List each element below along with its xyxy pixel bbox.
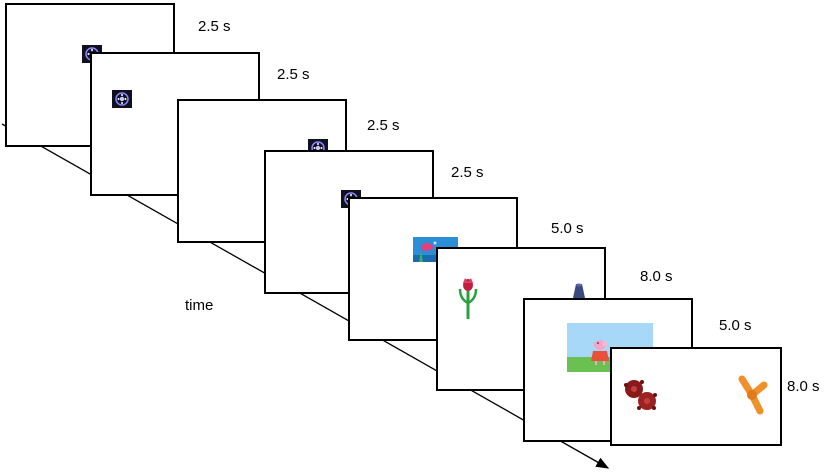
duration-label-1: 2.5 s <box>198 18 231 35</box>
time-axis-label: time <box>185 297 214 314</box>
cone-object-icon <box>573 283 585 298</box>
orange-tripod-object-icon <box>738 375 768 415</box>
duration-label-7: 5.0 s <box>719 317 752 334</box>
duration-label-2: 2.5 s <box>277 66 310 83</box>
trial-frame-8 <box>610 347 782 446</box>
duration-label-4: 2.5 s <box>451 164 484 181</box>
fixation-target-icon <box>112 90 132 108</box>
duration-label-6: 8.0 s <box>640 268 673 285</box>
duration-label-3: 2.5 s <box>367 117 400 134</box>
duration-label-5: 5.0 s <box>551 220 584 237</box>
red-spiky-object-icon <box>624 380 657 410</box>
flower-icon <box>458 278 478 319</box>
duration-label-8: 8.0 s <box>787 378 820 395</box>
